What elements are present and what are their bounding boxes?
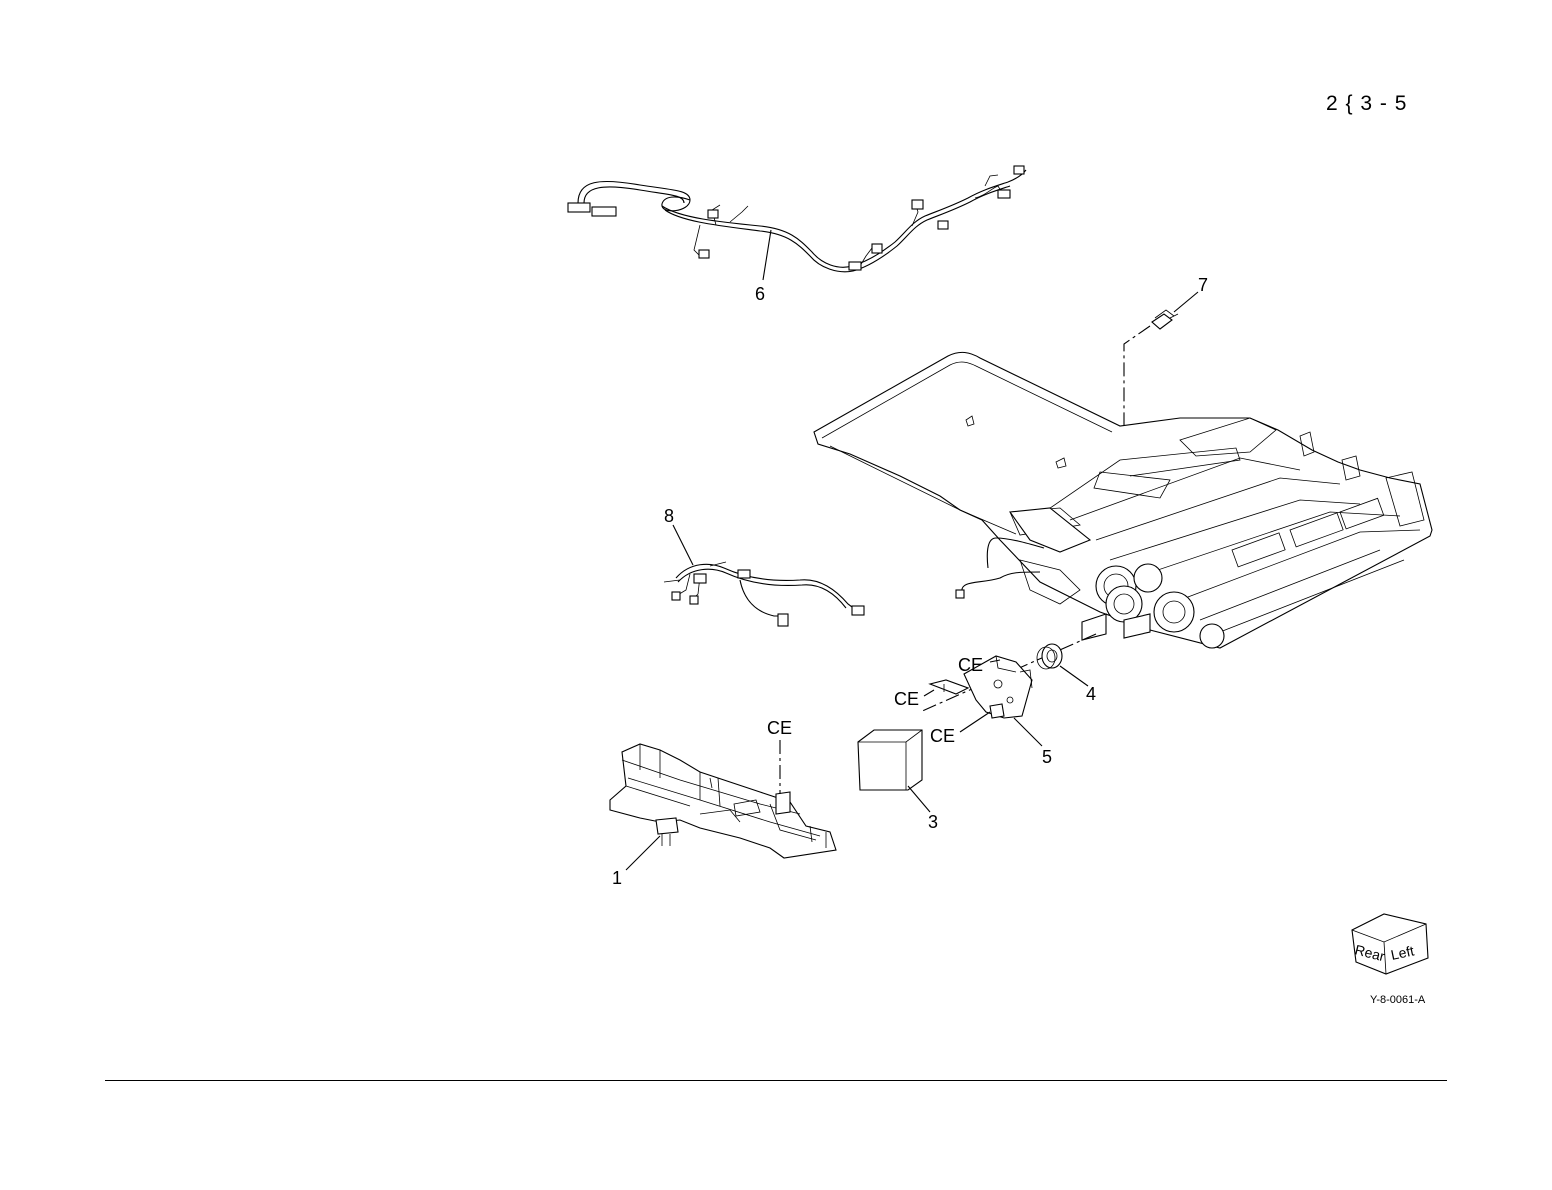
- leader-line-6: [763, 230, 771, 280]
- wire-harness-lower: [664, 562, 864, 626]
- ce-label-b: CE: [894, 689, 919, 709]
- part-4-gear: [1037, 644, 1062, 669]
- part-1-frame: [610, 744, 836, 858]
- leader-line-8: [673, 525, 693, 565]
- leader-line-3: [908, 786, 930, 812]
- callout-4: 4: [1086, 684, 1096, 704]
- ce-leader-b: [924, 690, 934, 696]
- figure-id: Y-8-0061-A: [1370, 994, 1425, 1006]
- leader-line-4: [1060, 666, 1088, 686]
- leader-line-1: [626, 836, 660, 870]
- ce-label-c: CE: [930, 726, 955, 746]
- callout-8: 8: [664, 506, 674, 526]
- callout-5: 5: [1042, 747, 1052, 767]
- ce-leader-c: [960, 712, 990, 732]
- leader-line-7: [1174, 292, 1198, 312]
- ce-label-a: CE: [958, 655, 983, 675]
- callout-1: 1: [612, 868, 622, 888]
- callout-7: 7: [1198, 275, 1208, 295]
- leader-line-5: [1014, 718, 1042, 746]
- footer-divider: [105, 1080, 1447, 1081]
- orientation-cube: Rear Left: [1352, 914, 1428, 974]
- part-7-connector: [1152, 310, 1178, 329]
- main-feeder-assembly: [814, 352, 1432, 648]
- ce-label-d: CE: [767, 718, 792, 738]
- wire-harness-upper: [568, 166, 1026, 272]
- callout-6: 6: [755, 284, 765, 304]
- callout-3: 3: [928, 812, 938, 832]
- part-3-motor: [858, 730, 922, 790]
